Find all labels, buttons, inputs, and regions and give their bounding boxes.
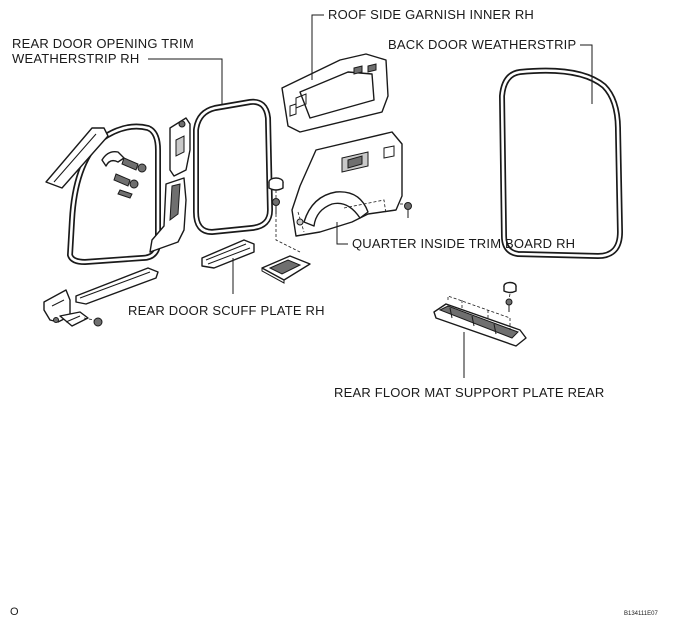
leader-quarter-trim bbox=[336, 222, 348, 245]
roof-side-garnish-inner bbox=[281, 53, 389, 133]
front-pillar-garnish bbox=[45, 127, 109, 189]
rear-floor-mat-support-plate bbox=[433, 295, 527, 347]
leader-roof-side-garnish bbox=[311, 14, 324, 80]
center-pillar-garnish-upper bbox=[169, 117, 191, 177]
quarter-inside-trim-board bbox=[291, 131, 403, 237]
rear-door-opening-trim-weatherstrip bbox=[193, 98, 273, 235]
clip-screw-set bbox=[113, 157, 147, 199]
back-door-weatherstrip bbox=[499, 67, 623, 259]
corner-mark: O bbox=[10, 606, 19, 618]
center-pillar-garnish-lower bbox=[149, 177, 187, 253]
rear-door-scuff-plate bbox=[201, 239, 255, 269]
floor-bracket-panel bbox=[261, 255, 311, 284]
rear-floor-mat-support-plate-label: REAR FLOOR MAT SUPPORT PLATE REAR bbox=[334, 385, 605, 400]
cap-and-bolt bbox=[268, 177, 301, 253]
lower-pillar-bracket bbox=[43, 289, 103, 327]
rear-door-trim-label-line2: WEATHERSTRIP RH bbox=[12, 51, 140, 66]
front-door-scuff-plate bbox=[75, 267, 159, 305]
rear-door-trim-label-line1: REAR DOOR OPENING TRIM bbox=[12, 36, 194, 51]
rear-door-scuff-plate-label: REAR DOOR SCUFF PLATE RH bbox=[128, 303, 325, 318]
back-door-weatherstrip-label: BACK DOOR WEATHERSTRIP bbox=[388, 37, 577, 52]
leader-back-door-weatherstrip bbox=[580, 44, 593, 104]
rear-door-opening-trim-weatherstrip-label: REAR DOOR OPENING TRIM WEATHERSTRIP RH bbox=[12, 36, 194, 66]
mat-plate-clip-and-screw bbox=[503, 281, 517, 312]
roof-side-garnish-label: ROOF SIDE GARNISH INNER RH bbox=[328, 7, 534, 22]
figure-code: B134111E07 bbox=[624, 611, 658, 617]
leader-rear-door-trim bbox=[148, 58, 223, 104]
assist-grip bbox=[101, 150, 125, 167]
quarter-trim-clips bbox=[296, 202, 412, 226]
quarter-inside-trim-board-label: QUARTER INSIDE TRIM BOARD RH bbox=[352, 236, 576, 251]
